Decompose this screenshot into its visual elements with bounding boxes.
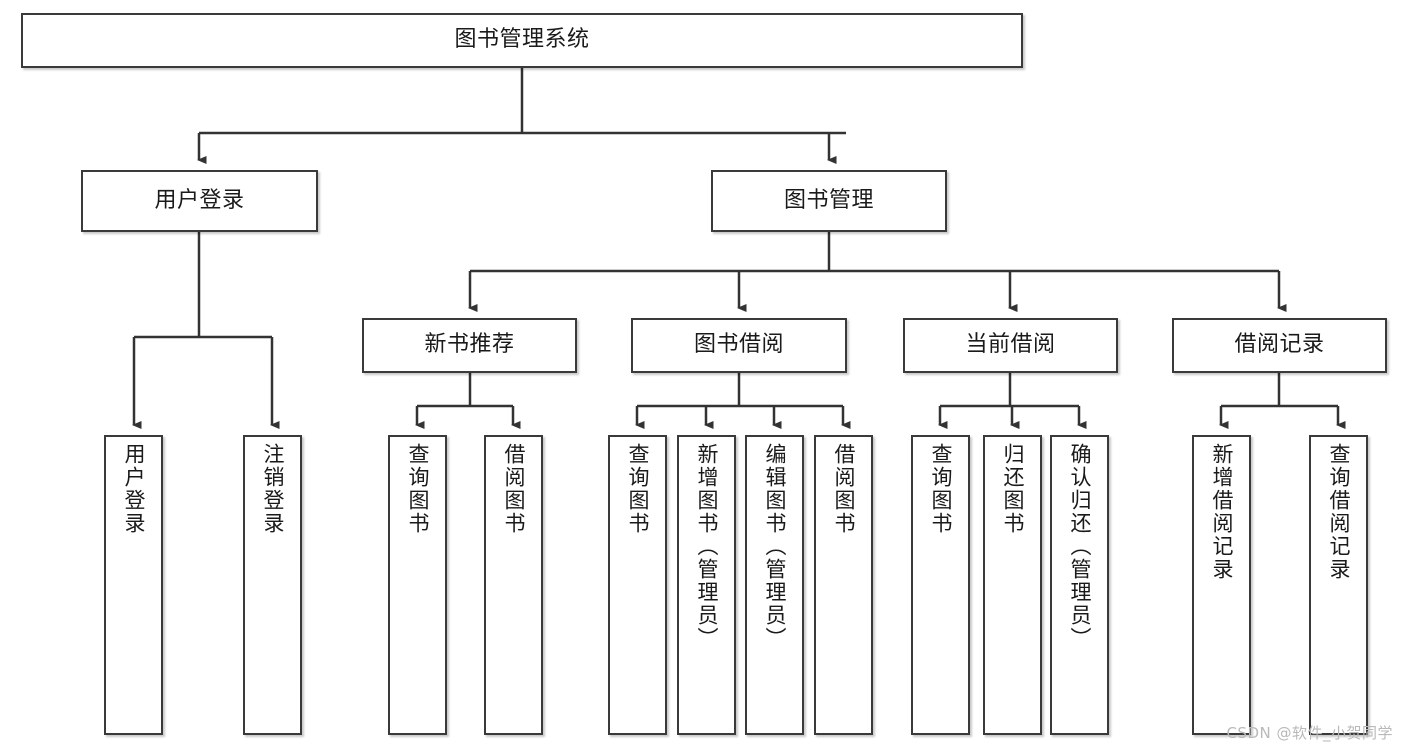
leaf-node-query-book-current[interactable]: 查询图书 (911, 435, 970, 735)
node-label: 新增借阅记录 (1209, 443, 1234, 581)
node-user-login[interactable]: 用户登录 (81, 170, 318, 232)
leaf-node-query-borrow-record[interactable]: 查询借阅记录 (1309, 435, 1368, 735)
leaf-node-query-book-rec[interactable]: 查询图书 (388, 435, 447, 735)
node-label: 图书借阅 (693, 332, 784, 358)
node-label: 图书管理系统 (454, 27, 590, 53)
leaf-node-edit-book-admin[interactable]: 编辑图书（管理员） (745, 435, 804, 735)
node-book-borrow[interactable]: 图书借阅 (631, 318, 847, 373)
node-label: 借阅图书 (831, 443, 856, 535)
leaf-node-confirm-return-admin[interactable]: 确认归还（管理员） (1050, 435, 1109, 735)
leaf-node-user-login[interactable]: 用户登录 (104, 435, 163, 735)
leaf-node-return-book[interactable]: 归还图书 (983, 435, 1042, 735)
node-label: 查询借阅记录 (1326, 443, 1351, 581)
node-label: 查询图书 (928, 443, 953, 535)
node-label: 借阅记录 (1234, 332, 1325, 358)
node-label: 编辑图书（管理员） (762, 443, 787, 650)
node-label: 用户登录 (121, 443, 146, 535)
node-root-system[interactable]: 图书管理系统 (21, 13, 1023, 68)
node-label: 图书管理 (783, 187, 874, 213)
node-current-borrow[interactable]: 当前借阅 (903, 318, 1118, 373)
node-label: 新书推荐 (424, 332, 515, 358)
node-label: 确认归还（管理员） (1067, 443, 1092, 650)
node-label: 当前借阅 (965, 332, 1056, 358)
node-book-manage[interactable]: 图书管理 (711, 170, 947, 232)
leaf-node-user-logout[interactable]: 注销登录 (243, 435, 302, 735)
node-label: 注销登录 (260, 443, 285, 535)
leaf-node-add-book-admin[interactable]: 新增图书（管理员） (677, 435, 736, 735)
node-borrow-record[interactable]: 借阅记录 (1172, 318, 1387, 373)
leaf-node-borrow-book[interactable]: 借阅图书 (814, 435, 873, 735)
leaf-node-add-borrow-record[interactable]: 新增借阅记录 (1192, 435, 1251, 735)
leaf-node-borrow-book-rec[interactable]: 借阅图书 (484, 435, 543, 735)
node-new-book-recommend[interactable]: 新书推荐 (362, 318, 577, 373)
node-label: 查询图书 (405, 443, 430, 535)
node-label: 新增图书（管理员） (694, 443, 719, 650)
node-label: 查询图书 (625, 443, 650, 535)
node-label: 借阅图书 (501, 443, 526, 535)
leaf-node-query-book[interactable]: 查询图书 (608, 435, 667, 735)
node-label: 用户登录 (154, 187, 245, 213)
node-label: 归还图书 (1000, 443, 1025, 535)
